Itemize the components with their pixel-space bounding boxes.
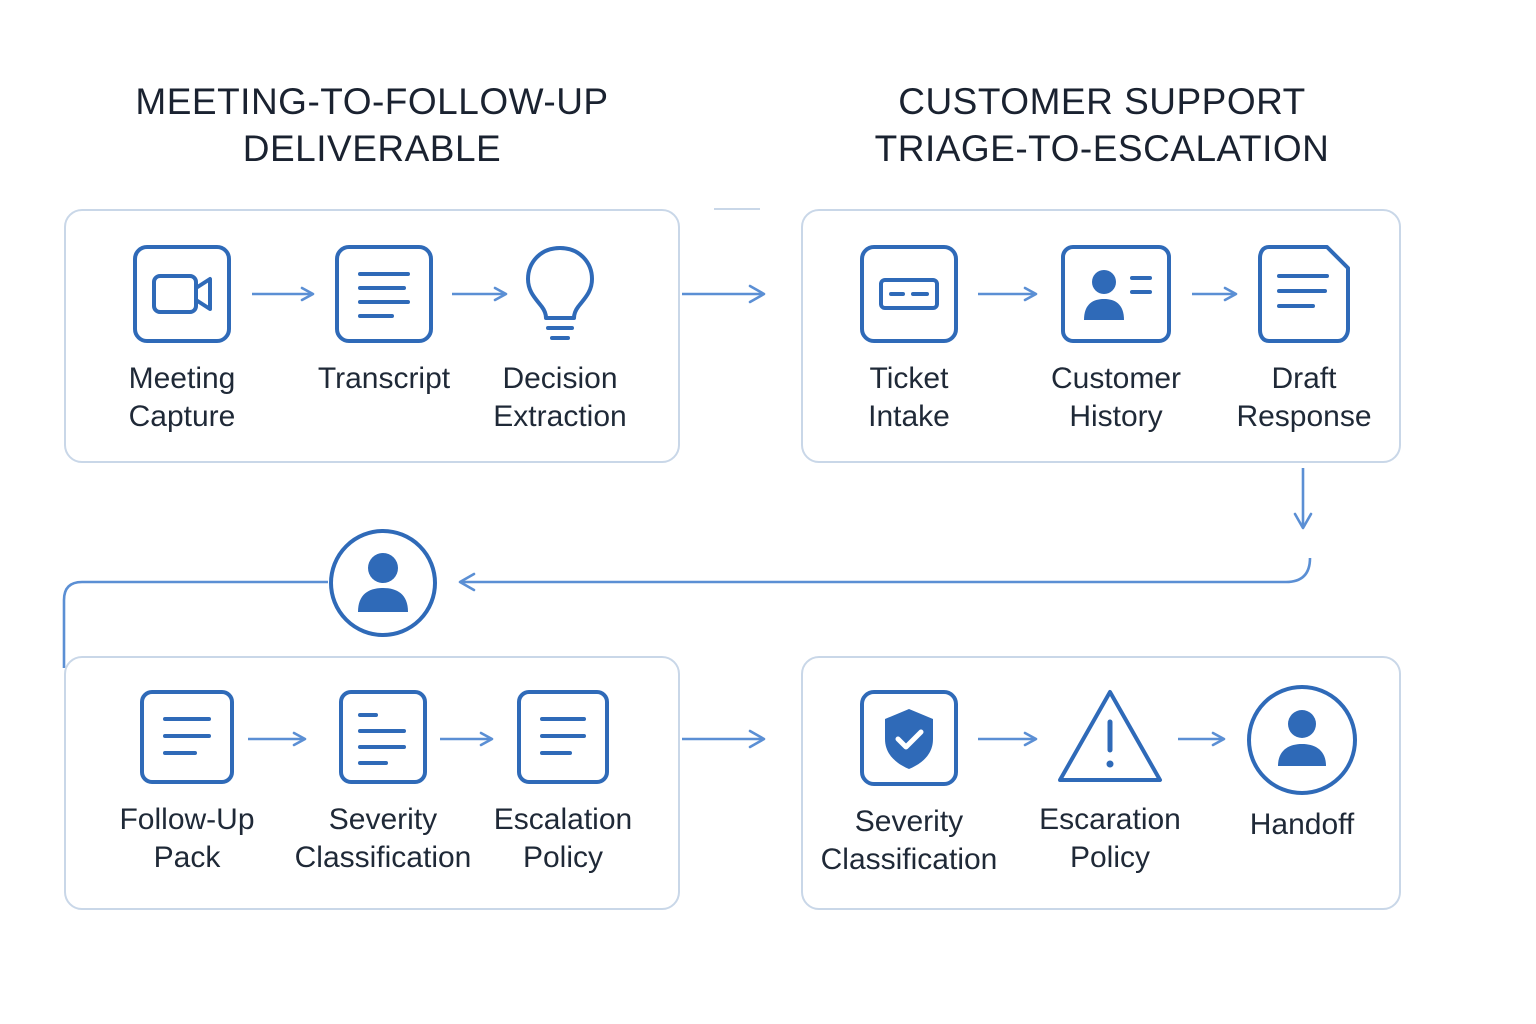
section-title-meeting: MEETING-TO-FOLLOW-UP DELIVERABLE [135, 81, 609, 169]
document-lines-icon [334, 244, 434, 344]
step-label: Severity Classification [820, 805, 998, 876]
lightbulb-icon [510, 244, 610, 344]
step-decision-extraction: Decision Extraction [480, 244, 640, 436]
step-label: Ticket Intake [868, 362, 950, 433]
contact-card-icon [1060, 244, 1172, 344]
step-label: Decision Extraction [493, 362, 627, 433]
step-customer-history: Customer History [1036, 244, 1196, 436]
step-label: Follow-Up Pack [119, 803, 255, 874]
document-lines-icon [516, 689, 610, 785]
ticket-icon [859, 244, 959, 344]
document-lines-icon [139, 689, 235, 785]
user-circle-icon [1246, 684, 1358, 796]
panel-support-flow [801, 209, 1401, 463]
step-label: Meeting Capture [128, 362, 236, 433]
step-label: Escalation Policy [493, 803, 633, 874]
shield-check-icon [859, 689, 959, 787]
section-title-support: CUSTOMER SUPPORT TRIAGE-TO-ESCALATION [874, 81, 1330, 169]
step-follow-up-pack: Follow-Up Pack [107, 689, 267, 877]
step-label: Severity Classification [294, 803, 472, 874]
step-label: Escaration Policy [1039, 803, 1181, 874]
step-label: Handoff [1249, 808, 1355, 841]
return-path [458, 557, 1312, 592]
outline-document-icon [338, 689, 428, 785]
step-label: Draft Response [1236, 362, 1372, 433]
draft-document-icon [1257, 244, 1351, 344]
video-camera-icon [132, 244, 232, 344]
step-draft-response: Draft Response [1224, 244, 1384, 436]
step-severity-classification-b: Severity Classification [813, 689, 1005, 879]
warning-triangle-icon [1054, 686, 1166, 788]
step-severity-classification-a: Severity Classification [293, 689, 473, 877]
step-escalation-policy-a: Escalation Policy [483, 689, 643, 877]
step-meeting-capture: Meeting Capture [102, 244, 262, 436]
step-ticket-intake: Ticket Intake [829, 244, 989, 436]
left-link-path [62, 580, 328, 668]
step-label: Transcript [317, 362, 451, 395]
user-circle-icon [328, 528, 438, 638]
step-transcript: Transcript [304, 244, 464, 436]
step-handoff: Handoff [1222, 684, 1382, 882]
step-escalation-policy-b: Escaration Policy [1030, 686, 1190, 877]
step-label: Customer History [1050, 362, 1182, 433]
